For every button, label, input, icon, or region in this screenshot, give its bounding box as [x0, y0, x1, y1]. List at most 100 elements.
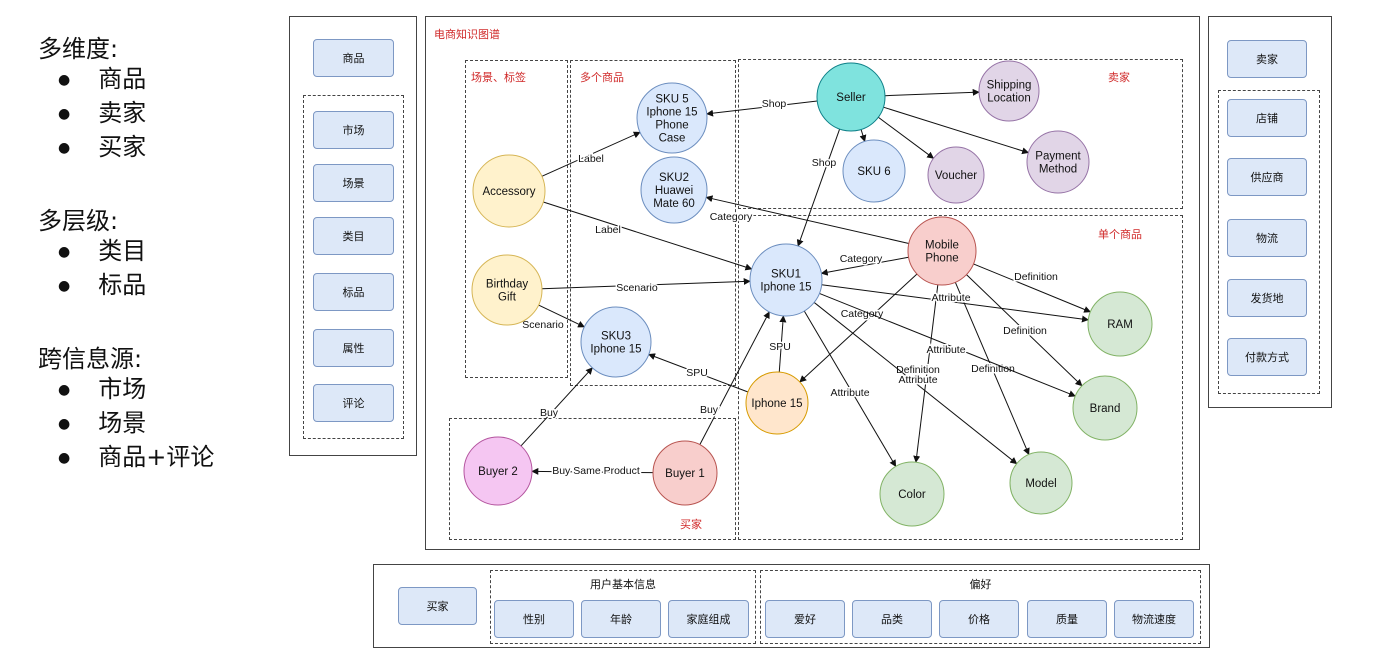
edge-accessory-sku5 — [541, 131, 641, 177]
node-iphone15[interactable]: Iphone 15 — [745, 371, 809, 435]
edge-mobile-color — [913, 284, 939, 463]
node-circle — [816, 62, 886, 132]
product-button[interactable]: 商品 — [313, 39, 394, 77]
family-button[interactable]: 家庭组成 — [668, 600, 749, 638]
node-model[interactable]: Model — [1009, 451, 1073, 515]
age-button[interactable]: 年龄 — [581, 600, 661, 638]
edge-seller-sku5 — [706, 100, 818, 117]
node-color[interactable]: Color — [879, 461, 945, 527]
edge-label: SPU — [686, 367, 708, 379]
node-buyer2[interactable]: Buyer 2 — [463, 436, 533, 506]
edge-label: Attribute — [931, 292, 970, 304]
scene-region-label: 场景、标签 — [471, 71, 526, 84]
section-multi-level: 多层级: 类目 标品 — [38, 206, 278, 304]
edge-sku1-model — [813, 302, 1018, 465]
scene-button[interactable]: 场景 — [313, 164, 394, 202]
bullet-item: 场景 — [38, 408, 278, 442]
price-button[interactable]: 价格 — [939, 600, 1019, 638]
node-label: Gift — [498, 292, 517, 304]
seller-region — [738, 59, 1183, 209]
node-voucher[interactable]: Voucher — [927, 146, 985, 204]
node-label: SKU1 — [771, 269, 801, 281]
knowledge-graph-title: 电商知识图谱 — [434, 28, 500, 41]
multi-product-region — [570, 60, 736, 386]
review-button[interactable]: 评论 — [313, 384, 394, 422]
scene-region — [465, 60, 568, 378]
edge-label: Label — [595, 224, 621, 236]
node-label: SKU 5 — [655, 94, 688, 106]
single-product-region — [738, 215, 1183, 540]
category-pref-button[interactable]: 品类 — [852, 600, 932, 638]
edge-buyer1-sku1 — [699, 311, 770, 445]
node-circle — [636, 82, 708, 154]
edge-mobile-brand — [966, 274, 1083, 387]
edge-mobile-ram — [973, 263, 1092, 313]
seller-button[interactable]: 卖家 — [1227, 40, 1307, 78]
payment-method-button[interactable]: 付款方式 — [1227, 338, 1307, 376]
market-button[interactable]: 市场 — [313, 111, 394, 149]
node-label: Iphone 15 — [646, 107, 697, 119]
basic-info-title: 用户基本信息 — [590, 578, 656, 591]
edge-sku1-ram — [821, 284, 1089, 323]
edge-label: Attribute — [926, 344, 965, 356]
hobby-button[interactable]: 爱好 — [765, 600, 845, 638]
node-label: Phone — [655, 120, 688, 132]
buyer-button[interactable]: 买家 — [398, 587, 477, 625]
node-label: Accessory — [482, 186, 535, 198]
quality-button[interactable]: 质量 — [1027, 600, 1107, 638]
gender-button[interactable]: 性别 — [494, 600, 574, 638]
supplier-button[interactable]: 供应商 — [1227, 158, 1307, 196]
edge-seller-sku1 — [796, 128, 841, 247]
edge-label: Category — [841, 308, 884, 320]
edge-buyer1-buyer2 — [531, 467, 654, 475]
node-label: Mobile — [925, 240, 959, 252]
preference-group — [760, 570, 1201, 644]
node-circle — [978, 60, 1040, 122]
node-circle — [879, 461, 945, 527]
edge-iphone15-sku3 — [648, 353, 749, 393]
node-circle — [907, 216, 977, 286]
edge-label: Buy — [700, 404, 719, 416]
standard-product-button[interactable]: 标品 — [313, 273, 394, 311]
edge-sku1-color — [803, 310, 897, 468]
category-button[interactable]: 类目 — [313, 217, 394, 255]
node-accessory[interactable]: Accessory — [472, 154, 546, 228]
edge-birthday-sku3 — [538, 304, 586, 328]
store-button[interactable]: 店铺 — [1227, 99, 1307, 137]
node-label: Mate 60 — [653, 198, 695, 210]
node-circle — [745, 371, 809, 435]
logistics-button[interactable]: 物流 — [1227, 219, 1307, 257]
attribute-button[interactable]: 属性 — [313, 329, 394, 367]
node-label: Buyer 2 — [478, 466, 518, 478]
node-label: Iphone 15 — [751, 398, 802, 410]
ship-from-button[interactable]: 发货地 — [1227, 279, 1307, 317]
node-ram[interactable]: RAM — [1087, 291, 1153, 357]
node-buyer1[interactable]: Buyer 1 — [652, 440, 718, 506]
node-label: SKU3 — [601, 331, 631, 343]
edge-mobile-sku1 — [820, 256, 909, 276]
node-circle — [471, 254, 543, 326]
node-seller[interactable]: Seller — [816, 62, 886, 132]
buyer-region — [449, 418, 736, 540]
single-product-region-label: 单个商品 — [1098, 228, 1142, 241]
edge-label: Category — [710, 211, 753, 223]
edge-label: Definition — [896, 364, 940, 376]
product-attributes-group — [303, 95, 404, 439]
node-sku6[interactable]: SKU 6 — [842, 139, 906, 203]
shipping-speed-button[interactable]: 物流速度 — [1114, 600, 1194, 638]
edge-seller-voucher — [877, 116, 935, 159]
edge-seller-shipping — [884, 88, 980, 97]
node-label: Method — [1039, 164, 1077, 176]
node-label: Iphone 15 — [590, 344, 641, 356]
node-label: Huawei — [655, 185, 693, 197]
node-brand[interactable]: Brand — [1072, 375, 1138, 441]
edge-label: Definition — [1003, 325, 1047, 337]
